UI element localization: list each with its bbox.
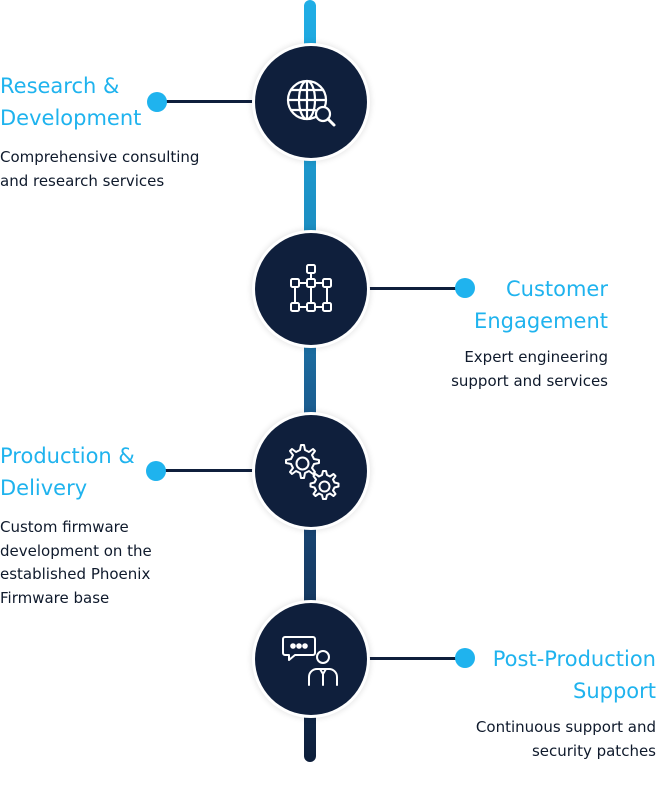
- gears-icon: [285, 444, 340, 500]
- connector-step-1: [165, 100, 265, 103]
- step-2-description: Expert engineering support and services: [451, 348, 608, 390]
- step-3-description: Custom firmware development on the estab…: [0, 518, 152, 607]
- step-4-circle: [255, 603, 367, 715]
- step-1-description: Comprehensive consulting and research se…: [0, 148, 200, 190]
- step-2-circle: [255, 233, 367, 345]
- dot-step-2: [455, 278, 475, 298]
- step-2-title: Customer Engagement: [474, 277, 608, 333]
- step-3-title: Production & Delivery: [0, 444, 135, 500]
- dot-step-4: [455, 648, 475, 668]
- step-3-circle: [255, 415, 367, 527]
- flowchart-icon: [290, 264, 332, 312]
- dot-step-3: [146, 461, 166, 481]
- step-4-description: Continuous support and security patches: [475, 718, 656, 760]
- support-agent-icon: [282, 636, 338, 686]
- connector-step-2: [360, 287, 465, 290]
- dot-step-1: [147, 92, 167, 112]
- connector-step-3: [160, 469, 265, 472]
- step-1-title: Research & Development: [0, 74, 142, 130]
- connector-step-4: [360, 657, 465, 660]
- timeline-spine: [304, 0, 316, 762]
- step-1-circle: [255, 46, 367, 158]
- step-4-title: Post-Production Support: [492, 647, 656, 703]
- globe-search-icon: [286, 79, 336, 127]
